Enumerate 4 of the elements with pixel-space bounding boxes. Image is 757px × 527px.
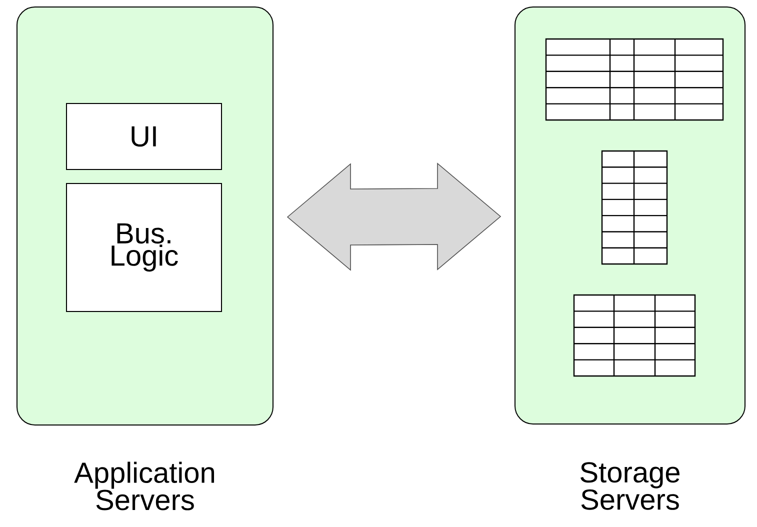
component-box: Bus. Logic xyxy=(66,183,222,312)
component-box: UI xyxy=(66,103,222,170)
node-label: Storage Servers xyxy=(580,462,680,510)
node-label: Application Servers xyxy=(74,462,214,510)
